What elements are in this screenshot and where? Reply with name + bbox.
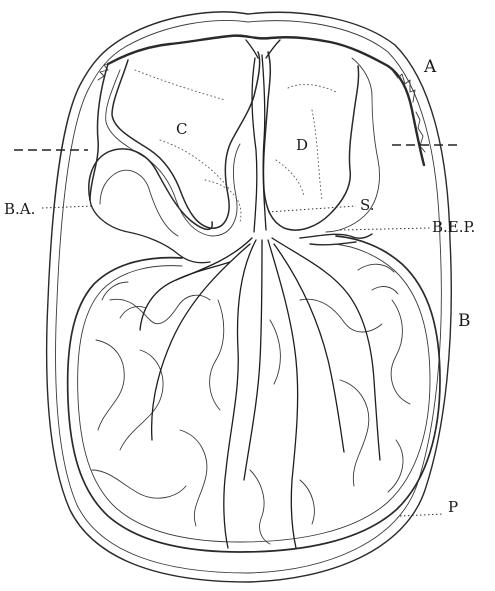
left-wall xyxy=(90,64,108,200)
label-d: D xyxy=(296,136,308,154)
label-p: P xyxy=(448,498,458,516)
leader-ba xyxy=(42,206,94,208)
label-a: A xyxy=(423,57,437,77)
leader-p xyxy=(400,514,444,516)
ba-loop xyxy=(89,149,212,263)
upper-wall xyxy=(108,36,424,165)
label-b: B xyxy=(458,311,471,331)
leader-s xyxy=(268,206,356,212)
label-bep: B.E.P. xyxy=(432,218,475,236)
label-s: S. xyxy=(360,196,375,214)
label-c: C xyxy=(176,120,187,138)
label-ba: B.A. xyxy=(4,200,35,218)
leader-bep xyxy=(340,228,430,230)
upper-wall-fringe xyxy=(98,63,425,152)
outer-membrane xyxy=(47,12,452,582)
lower-chamber-b xyxy=(68,236,440,552)
trabecular-network xyxy=(92,264,410,544)
vessels xyxy=(140,238,380,548)
chamber-c xyxy=(106,52,260,236)
septum-s xyxy=(246,40,280,232)
